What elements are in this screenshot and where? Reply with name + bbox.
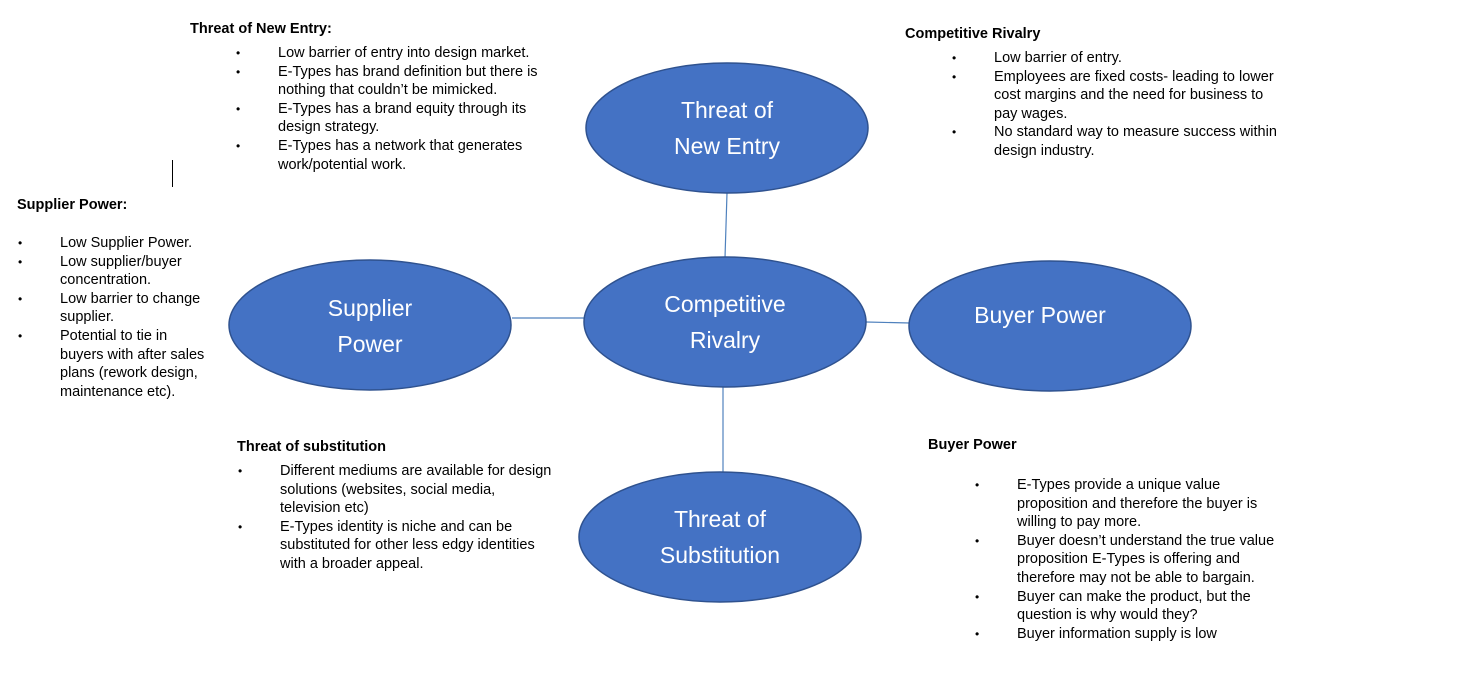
notes-list: Different mediums are available for desi… [238, 462, 555, 574]
list-item: Potential to tie in buyers with after sa… [18, 327, 210, 401]
list-item: Low barrier of entry into design market. [236, 44, 558, 63]
notes-list: Low barrier of entry. Employees are fixe… [952, 49, 1289, 161]
node-competitive-rivalry: Competitive Rivalry [583, 256, 867, 388]
node-label-line: Threat of [674, 506, 767, 532]
notes-heading: Buyer Power [928, 437, 1017, 453]
list-item: E-Types identity is niche and can be sub… [238, 518, 555, 574]
notes-list: Low barrier of entry into design market.… [236, 44, 558, 174]
list-item: Low supplier/buyer concentration. [18, 253, 210, 290]
list-item: Low Supplier Power. [18, 234, 210, 253]
list-item: E-Types provide a unique value propositi… [975, 476, 1292, 532]
list-item: E-Types has a network that generates wor… [236, 137, 558, 174]
connector-right [865, 321, 911, 324]
notes-heading: Competitive Rivalry [905, 26, 1041, 42]
list-item: Low barrier to change supplier. [18, 290, 210, 327]
notes-threat-of-new-entry: Threat of New Entry: Low barrier of entr… [190, 20, 570, 174]
notes-list: Low Supplier Power. Low supplier/buyer c… [18, 234, 210, 401]
node-label-line: New Entry [674, 133, 781, 159]
node-label-line: Power [337, 331, 403, 357]
notes-buyer-power: Buyer Power E-Types provide a unique val… [928, 436, 1308, 643]
connector-top [724, 192, 728, 259]
notes-heading: Supplier Power: [17, 197, 128, 213]
notes-supplier-power: Supplier Power: Low Supplier Power. Low … [17, 196, 217, 401]
notes-competitive-rivalry: Competitive Rivalry Low barrier of entry… [905, 25, 1305, 161]
node-label-line: Threat of [681, 97, 774, 123]
notes-list: E-Types provide a unique value propositi… [975, 476, 1292, 644]
list-item: Different mediums are available for desi… [238, 462, 555, 518]
node-label-line: Supplier [328, 295, 413, 321]
list-item: Employees are fixed costs- leading to lo… [952, 68, 1289, 124]
node-supplier-power: Supplier Power [228, 259, 512, 391]
list-item: Buyer doesn’t understand the true value … [975, 532, 1292, 588]
list-item: Buyer information supply is low [975, 625, 1292, 644]
node-label-line: Substitution [660, 542, 780, 568]
notes-heading: Threat of substitution [237, 439, 387, 455]
node-buyer-power: Buyer Power [908, 260, 1192, 392]
list-item: No standard way to measure success withi… [952, 123, 1289, 160]
node-threat-of-substitution: Threat of Substitution [578, 471, 862, 603]
notes-threat-of-substitution: Threat of substitution Different mediums… [237, 438, 577, 574]
text-cursor [172, 160, 173, 187]
notes-heading: Threat of New Entry: [190, 21, 332, 37]
node-label-line: Rivalry [690, 327, 761, 353]
list-item: Low barrier of entry. [952, 49, 1289, 68]
node-label-line: Competitive [664, 291, 785, 317]
list-item: Buyer can make the product, but the ques… [975, 588, 1292, 625]
list-item: E-Types has brand definition but there i… [236, 63, 558, 100]
node-threat-of-new-entry: Threat of New Entry [585, 62, 869, 194]
node-label-line: Buyer Power [974, 302, 1106, 328]
list-item: E-Types has a brand equity through its d… [236, 100, 558, 137]
